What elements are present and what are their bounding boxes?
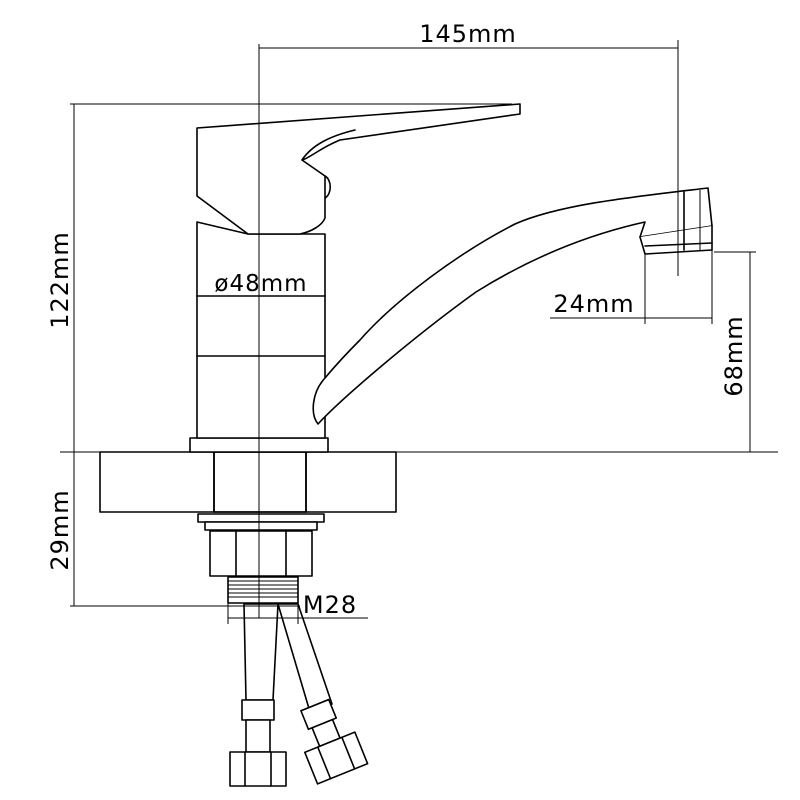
body-diameter-label: ø48mm [214, 271, 307, 297]
mounting-nut-assembly [197, 451, 325, 604]
lever-handle [196, 103, 521, 235]
aerator-label: 24mm [553, 290, 634, 318]
dimension-thread: M28 [227, 591, 368, 624]
spout [312, 187, 713, 425]
spout-height-label: 68mm [720, 315, 748, 396]
body-height-label: 122mm [46, 231, 74, 329]
thread-label: M28 [303, 591, 357, 619]
dimension-width: 145mm [259, 20, 679, 276]
dimension-spout-height: 68mm [60, 251, 778, 453]
width-label: 145mm [419, 20, 517, 48]
dimension-body-height: 122mm [46, 103, 512, 452]
flexible-hoses [229, 603, 369, 787]
dimension-body-diameter: ø48mm [197, 271, 325, 297]
under-counter-label: 29mm [46, 489, 74, 570]
dimension-under-counter: 29mm [46, 452, 300, 607]
dimension-aerator: 24mm [550, 250, 713, 324]
counter-top [99, 451, 397, 513]
